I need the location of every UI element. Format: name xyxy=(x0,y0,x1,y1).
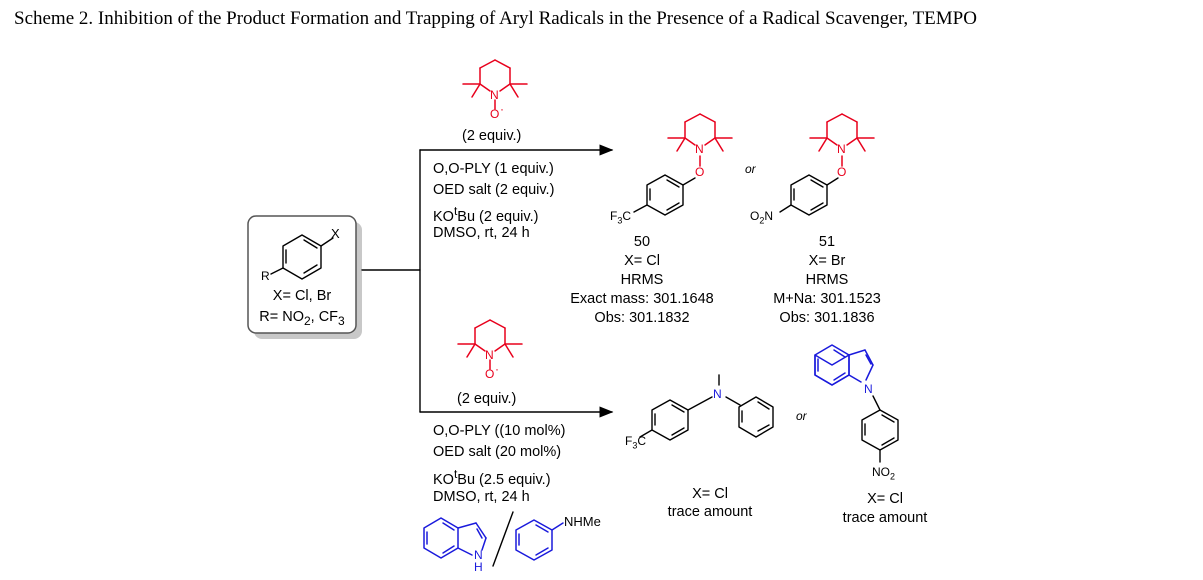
product-50-x: X= Cl xyxy=(624,253,660,269)
tempo-top-n: N xyxy=(490,88,499,102)
bottom-cond-oed: OED salt (20 mol%) xyxy=(433,444,562,460)
n-methylaniline-reagent xyxy=(515,519,564,561)
tempo-bottom-radical-dot: · xyxy=(495,362,499,376)
substrate-benzene-ring xyxy=(270,234,334,280)
product-51-number: 51 xyxy=(818,234,836,250)
product-50-method: HRMS xyxy=(620,272,664,288)
amine-product-n: N xyxy=(713,387,722,401)
product-50-substituent: F3C xyxy=(610,209,632,226)
product-50-n: N xyxy=(695,142,704,156)
nhme-label: NHMe xyxy=(564,514,601,529)
indole-reagent-n: N xyxy=(474,548,483,562)
indole-product-note: trace amount xyxy=(842,510,928,526)
bottom-cond-ply: O,O-PLY ((10 mol%) xyxy=(433,423,566,439)
indole-reagent xyxy=(423,517,487,559)
reagent-separator xyxy=(492,511,514,567)
product-51-method: HRMS xyxy=(805,272,849,288)
top-cond-oed: OED salt (2 equiv.) xyxy=(433,182,555,198)
product-50-tempo xyxy=(667,113,733,167)
substrate-atom-r: R xyxy=(261,269,270,283)
bottom-cond-solvent: DMSO, rt, 24 h xyxy=(433,489,530,505)
top-cond-ply: O,O-PLY (1 equiv.) xyxy=(433,161,554,177)
top-tempo-equiv: (2 equiv.) xyxy=(462,128,522,144)
indole-product-substituent: NO2 xyxy=(872,465,896,482)
branch-lines xyxy=(361,144,614,418)
product-51-n: N xyxy=(837,142,846,156)
amine-product-substituent: F3C xyxy=(625,434,647,451)
indole-product-aryl xyxy=(861,395,899,463)
substrate-r-options: R= NO2, CF3 xyxy=(259,309,345,328)
product-51-aryl xyxy=(779,174,839,216)
indole-product-n: N xyxy=(864,382,873,396)
product-51-mass: M+Na: 301.1523 xyxy=(773,291,881,307)
product-51-o: O xyxy=(837,165,847,179)
tempo-reagent-top xyxy=(462,59,528,110)
or-bottom: or xyxy=(796,409,807,423)
indole-reagent-h: H xyxy=(474,560,483,574)
amine-product-note: trace amount xyxy=(667,504,753,520)
tempo-bottom-o: O xyxy=(485,367,495,381)
amine-product-x: X= Cl xyxy=(692,486,728,502)
substrate-atom-x: X xyxy=(331,226,340,241)
product-50-number: 50 xyxy=(633,234,651,250)
scheme-title: Scheme 2. Inhibition of the Product Form… xyxy=(14,8,977,29)
or-top: or xyxy=(745,162,756,176)
product-50-o: O xyxy=(695,165,705,179)
top-cond-base: KOtBu (2 equiv.) xyxy=(433,204,539,225)
tempo-top-o: O xyxy=(490,107,500,121)
bottom-tempo-equiv: (2 equiv.) xyxy=(457,391,517,407)
top-cond-solvent: DMSO, rt, 24 h xyxy=(433,225,530,241)
indole-product-x: X= Cl xyxy=(867,491,903,507)
bottom-cond-base: KOtBu (2.5 equiv.) xyxy=(433,467,551,488)
product-50-observed: Obs: 301.1832 xyxy=(594,310,690,326)
product-51-x: X= Br xyxy=(808,253,846,269)
product-50-exact-mass: Exact mass: 301.1648 xyxy=(570,291,714,307)
tempo-top-radical-dot: · xyxy=(500,102,504,116)
amine-product xyxy=(639,374,774,441)
product-51-substituent: O2N xyxy=(750,209,774,226)
tempo-bottom-n: N xyxy=(485,348,494,362)
product-51-observed: Obs: 301.1836 xyxy=(779,310,875,326)
substrate-x-options: X= Cl, Br xyxy=(272,288,332,304)
indole-product-indole xyxy=(814,344,874,386)
substrate-box xyxy=(247,215,357,334)
tempo-reagent-bottom xyxy=(457,319,523,370)
product-50-aryl xyxy=(633,174,696,216)
product-51-tempo xyxy=(809,113,875,167)
